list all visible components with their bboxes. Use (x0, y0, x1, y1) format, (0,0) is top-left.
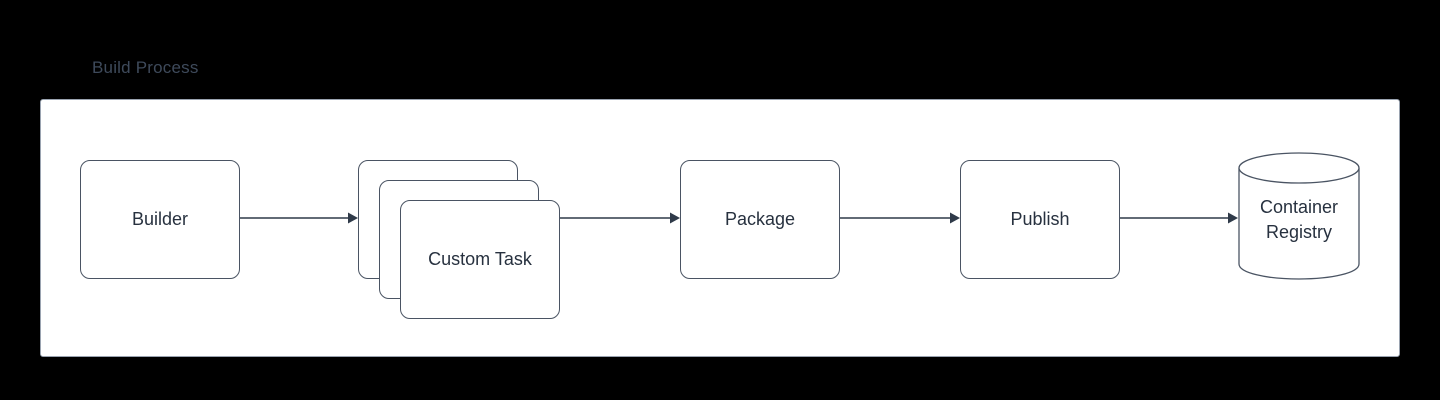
node-package[interactable]: Package (680, 160, 840, 279)
page-title: Build Process (92, 58, 199, 77)
node-builder[interactable]: Builder (80, 160, 240, 279)
connector-package-to-publish (840, 211, 960, 225)
node-publish-label: Publish (1010, 209, 1070, 229)
node-package-label: Package (724, 209, 796, 229)
node-publish[interactable]: Publish (960, 160, 1120, 279)
connector-custom-task-to-package (560, 211, 680, 225)
connector-publish-to-container-registry (1120, 211, 1238, 225)
node-container-registry[interactable]: Container Registry (1238, 152, 1360, 280)
node-custom-task-label: Custom Task (428, 249, 532, 269)
node-builder-label: Builder (131, 209, 189, 229)
connector-builder-to-custom-task (240, 211, 358, 225)
node-custom-task[interactable]: Custom Task (400, 200, 560, 319)
